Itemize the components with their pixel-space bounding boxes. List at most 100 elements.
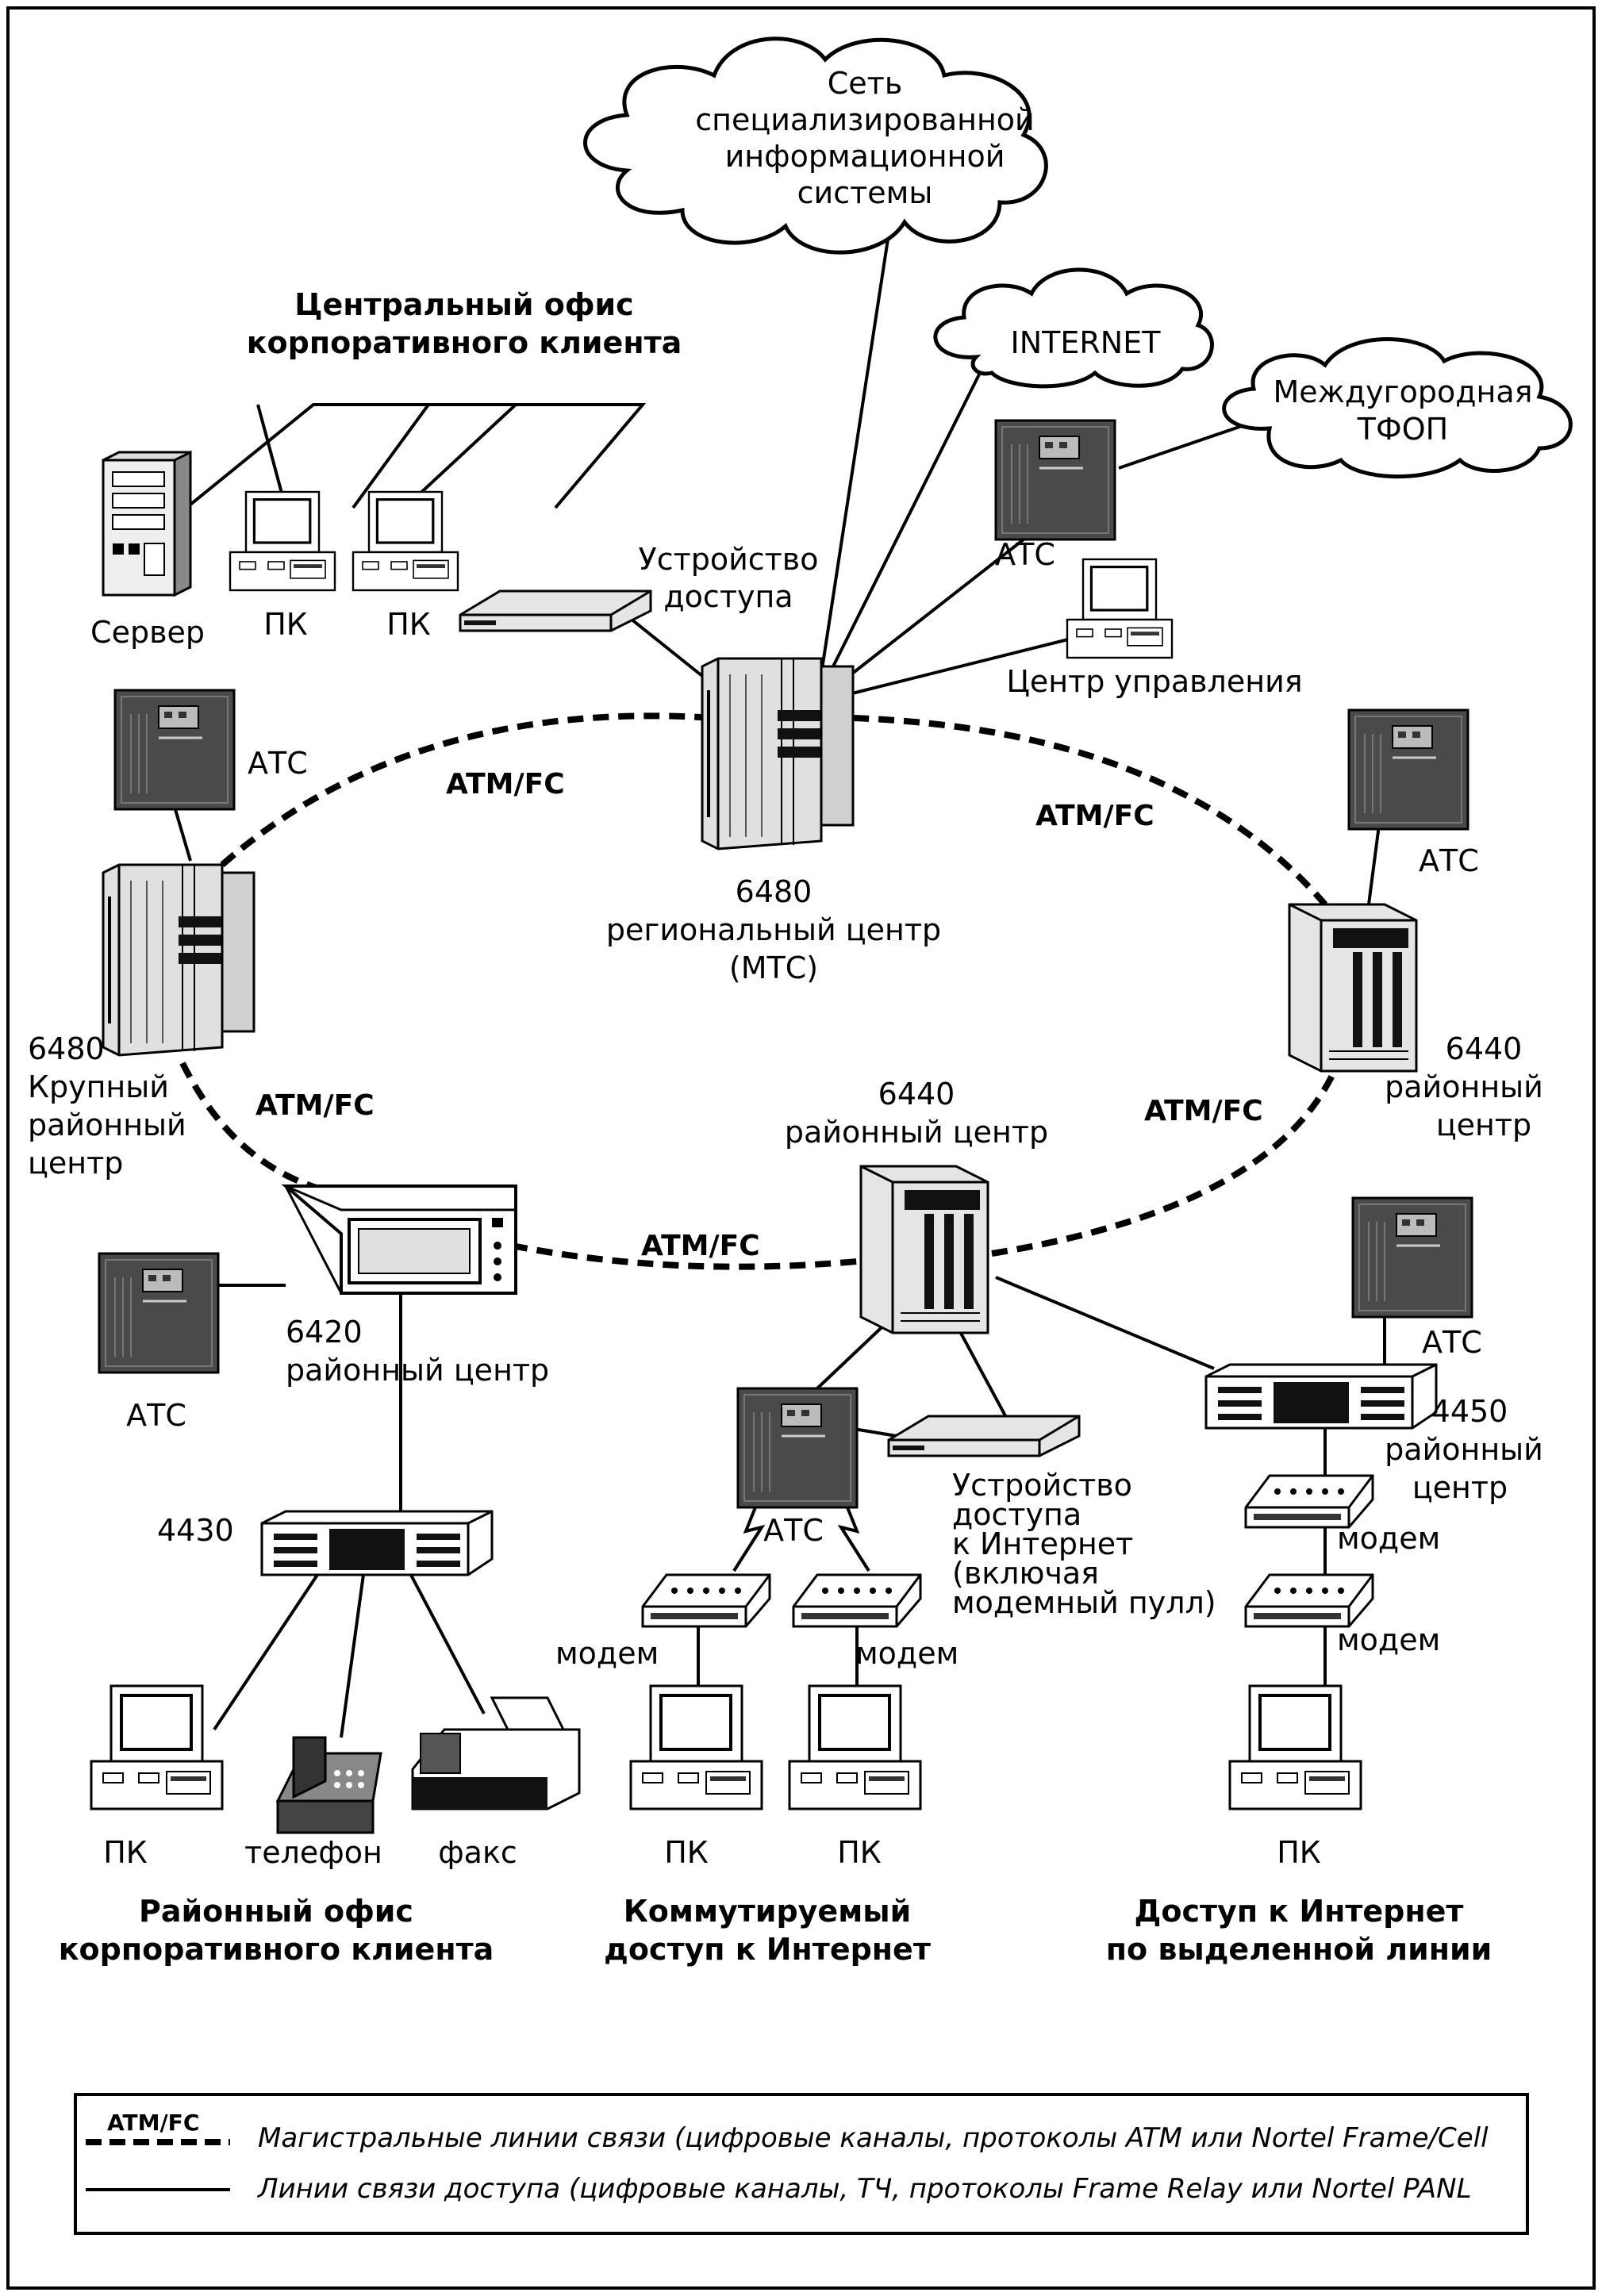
- leased-center-label-2: районный: [1385, 1432, 1543, 1467]
- fax-label: факс: [438, 1835, 517, 1870]
- internet-access-label-5: модемный пулл): [952, 1585, 1216, 1620]
- trunk-line-1: [220, 712, 715, 868]
- district-right-label-1: 6440: [1446, 1031, 1523, 1066]
- server-icon: [102, 450, 192, 597]
- atm-label: ATM/FC: [1144, 1095, 1263, 1127]
- switch-6440-icon: [1288, 903, 1418, 1073]
- regional-center-label-2: региональный центр: [606, 912, 941, 947]
- legend-trunk-text: Магистральные линии связи (цифровые кана…: [258, 2122, 1489, 2154]
- district-right-label-2: районный: [1385, 1069, 1543, 1104]
- atc-label: АТС: [763, 1513, 824, 1548]
- modem-icon: [641, 1573, 771, 1628]
- pc-label: ПК: [263, 607, 308, 642]
- cloud-network-line-4: системы: [797, 175, 933, 210]
- leased-title-1: Доступ к Интернет: [1135, 1894, 1464, 1929]
- pc-label: ПК: [1277, 1835, 1321, 1870]
- district-office: 4430 ПК телефон факс Районный офис корпо…: [59, 1510, 581, 1967]
- cloud-network-line-2: специализированной: [695, 102, 1035, 137]
- pc-label: ПК: [837, 1835, 882, 1870]
- cloud-network-line-1: Сеть: [828, 66, 902, 101]
- modem-label: модем: [855, 1636, 959, 1671]
- cloud-network-line-3: информационной: [725, 139, 1005, 174]
- leased-center-label-3: центр: [1412, 1470, 1508, 1505]
- atc-label: АТС: [1422, 1325, 1482, 1360]
- legend-atm-label: ATM/FC: [107, 2110, 199, 2136]
- atc-label: АТС: [995, 537, 1055, 572]
- regional-center-label-3: (МТС): [729, 950, 818, 985]
- pc-icon: [1066, 558, 1174, 659]
- leased-line-access: АТС 4450 районный центр модем модем ПК Д…: [1106, 1196, 1543, 1967]
- pc-label: ПК: [103, 1835, 148, 1870]
- telephone-label: телефон: [244, 1835, 382, 1870]
- district-right-label-3: центр: [1436, 1108, 1531, 1142]
- pc-icon: [352, 490, 459, 592]
- rack-4450-icon: [1204, 1363, 1438, 1430]
- switch-6440-icon: [859, 1165, 989, 1334]
- switch-6420-icon: [281, 1184, 517, 1295]
- district-center-6440-right: АТС 6440 районный центр: [1288, 708, 1543, 1142]
- modem-label: модем: [1337, 1521, 1440, 1556]
- district-center-6420: АТС 6420 районный центр: [98, 1184, 549, 1433]
- central-office-title-2: корпоративного клиента: [247, 325, 682, 360]
- large-district-label-3: районный: [28, 1108, 186, 1142]
- trunk-line-2: [852, 715, 1328, 907]
- district-center-label-1: 6440: [878, 1077, 955, 1112]
- atc-icon: [994, 419, 1116, 541]
- access-device-label-2: доступа: [663, 579, 793, 614]
- district-office-title-2: корпоративного клиента: [59, 1932, 494, 1967]
- district-center-6440: 6440 районный центр: [785, 1077, 1048, 1334]
- access-device-label-1: Устройство: [639, 542, 819, 577]
- atm-label: ATM/FC: [255, 1089, 375, 1122]
- server-label: Сервер: [90, 615, 205, 650]
- dialup-access: АТС Устройство доступа к Интернет (включ…: [555, 1387, 1216, 1967]
- legend-access-text: Линии связи доступа (цифровые каналы, ТЧ…: [256, 2173, 1472, 2205]
- cloud-pstn: Междугородная ТФОП: [1222, 337, 1573, 479]
- pc-label: ПК: [386, 607, 431, 642]
- legend: ATM/FC Магистральные линии связи (цифров…: [74, 2093, 1529, 2235]
- control-center-label: Центр управления: [1006, 664, 1302, 699]
- district-office-title-1: Районный офис: [139, 1894, 413, 1929]
- cloud-pstn-line-2: ТФОП: [1357, 412, 1448, 447]
- pc-label: ПК: [664, 1835, 709, 1870]
- telephone-icon: [275, 1736, 382, 1834]
- district-6420-label-2: районный центр: [286, 1353, 549, 1388]
- atm-label: ATM/FC: [641, 1230, 760, 1262]
- modem-label: модем: [1337, 1622, 1440, 1657]
- district-6420-label-1: 6420: [286, 1315, 363, 1350]
- switch-6480-icon: [102, 863, 255, 1057]
- modem-icon: [1244, 1573, 1374, 1628]
- rack-4430-icon: [260, 1510, 494, 1576]
- cloud-pstn-line-1: Междугородная: [1273, 374, 1532, 409]
- fax-icon: [411, 1696, 581, 1810]
- leased-center-label-1: 4450: [1431, 1394, 1508, 1429]
- large-district-label-2: Крупный: [28, 1069, 169, 1104]
- trunk-line-3: [179, 1062, 342, 1197]
- central-office: Центральный офис корпоративного клиента …: [90, 287, 818, 650]
- outer-border: [6, 6, 1596, 2290]
- cloud-network: Сеть специализированной информационной с…: [583, 36, 1048, 255]
- atc-icon: [113, 689, 236, 811]
- central-office-title-1: Центральный офис: [294, 287, 633, 322]
- pc-icon: [1228, 1684, 1362, 1810]
- atc-label: АТС: [248, 746, 308, 781]
- large-district-label-1: 6480: [28, 1031, 105, 1066]
- dialup-title-2: доступ к Интернет: [604, 1932, 931, 1967]
- pc-icon: [90, 1684, 224, 1810]
- internet-access-label-2: доступа: [952, 1497, 1081, 1532]
- large-district-label-4: центр: [28, 1146, 123, 1181]
- cloud-internet: INTERNET: [933, 267, 1214, 389]
- atc-label: АТС: [1419, 843, 1479, 878]
- atc-icon: [1347, 708, 1469, 831]
- cloud-internet-label: INTERNET: [1011, 325, 1162, 360]
- atc-icon: [1351, 1196, 1473, 1319]
- pc-icon: [229, 490, 336, 592]
- internet-access-label-1: Устройство: [952, 1468, 1132, 1503]
- access-device-icon: [459, 589, 652, 632]
- modem-label: модем: [555, 1636, 659, 1671]
- atm-label: ATM/FC: [1035, 800, 1154, 832]
- atm-label: ATM/FC: [446, 768, 565, 801]
- district-center-label-2: районный центр: [785, 1115, 1048, 1150]
- regional-center-label-1: 6480: [736, 874, 813, 909]
- device-4430-label: 4430: [157, 1513, 234, 1548]
